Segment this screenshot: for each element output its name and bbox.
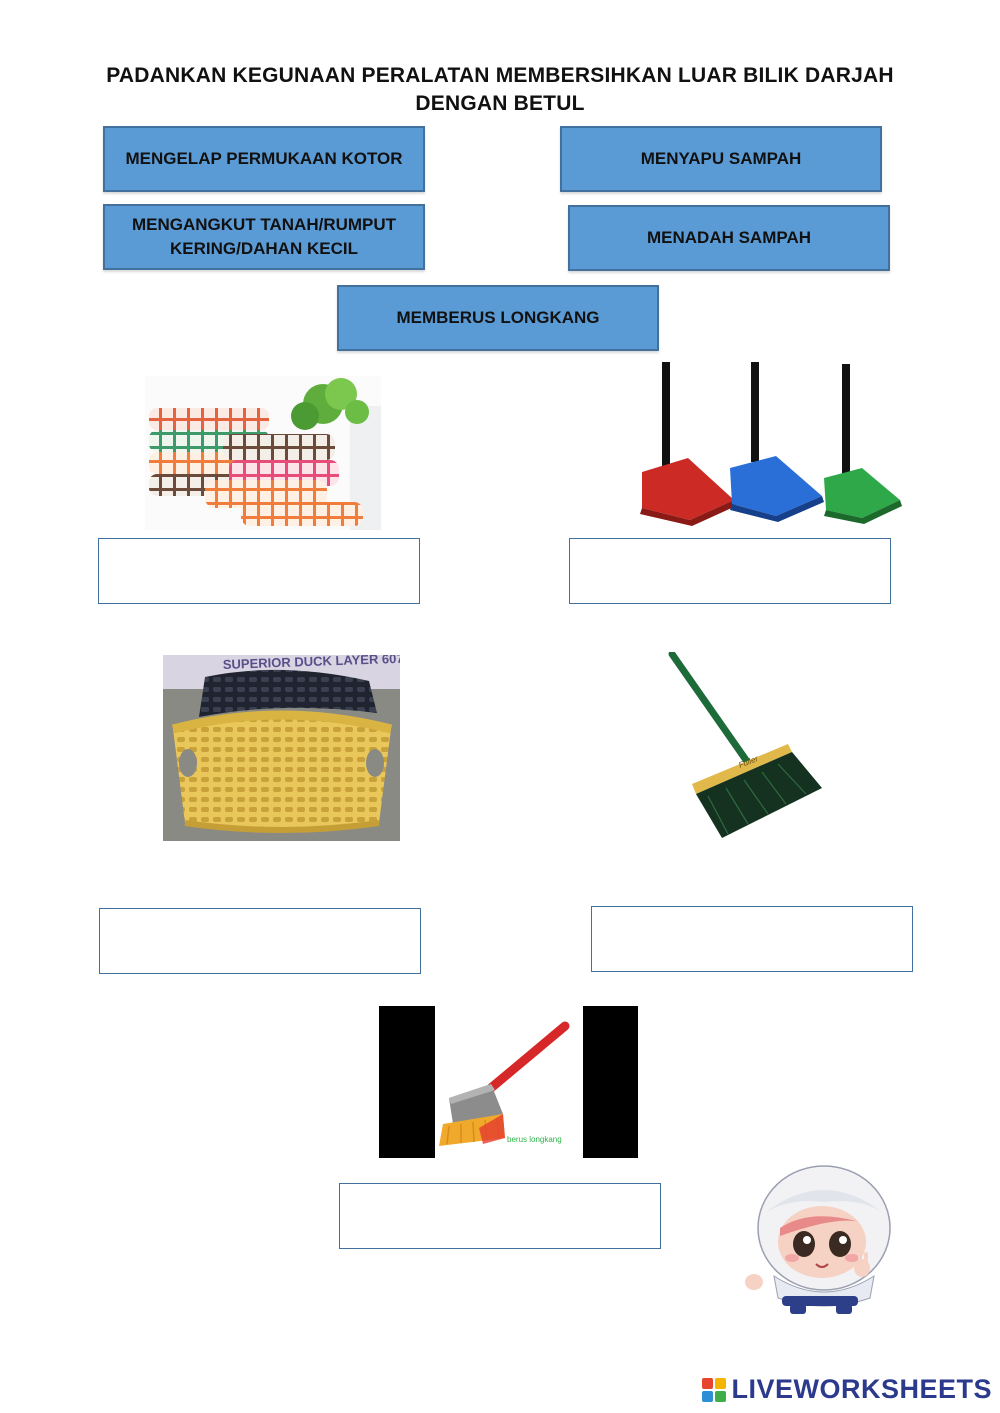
answer-box-4[interactable]	[591, 906, 913, 972]
answer-box-5[interactable]	[339, 1183, 661, 1249]
title-line-1: PADANKAN KEGUNAAN PERALATAN MEMBERSIHKAN…	[106, 64, 894, 87]
basket-image: SUPERIOR DUCK LAYER 607	[163, 655, 400, 841]
option-label-line-1: MENGANGKUT TANAH/RUMPUT	[131, 215, 397, 234]
option-menadah[interactable]: MENADAH SAMPAH	[568, 205, 890, 271]
brush-caption: berus longkang	[507, 1135, 562, 1144]
answer-box-1[interactable]	[98, 538, 420, 604]
option-mengangkut[interactable]: MENGANGKUT TANAH/RUMPUT KERING/DAHAN KEC…	[103, 204, 425, 270]
liveworksheets-logo: LIVEWORKSHEETS	[702, 1374, 992, 1405]
worksheet-title: PADANKAN KEGUNAAN PERALATAN MEMBERSIHKAN…	[60, 62, 940, 118]
answer-box-3[interactable]	[99, 908, 421, 974]
dustpans-image	[640, 362, 902, 526]
answer-box-2[interactable]	[569, 538, 891, 604]
option-label-line-2: KERING/DAHAN KECIL	[170, 239, 358, 258]
option-menyapu[interactable]: MENYAPU SAMPAH	[560, 126, 882, 192]
option-label: MENGELAP PERMUKAAN KOTOR	[125, 149, 403, 168]
cloth-towels-image	[145, 376, 381, 530]
broom-image: Fuller	[668, 652, 822, 838]
option-label: MEMBERUS LONGKANG	[396, 308, 600, 327]
drain-brush-image: berus longkang	[379, 1006, 638, 1158]
title-line-2: DENGAN BETUL	[415, 92, 585, 115]
liveworksheets-logo-icon	[702, 1377, 727, 1402]
brand-text: LIVEWORKSHEETS	[731, 1374, 992, 1404]
option-label: MENYAPU SAMPAH	[640, 149, 802, 168]
cartoon-girl-image	[745, 1165, 891, 1314]
option-memberus[interactable]: MEMBERUS LONGKANG	[337, 285, 659, 351]
option-label: MENADAH SAMPAH	[646, 228, 811, 247]
option-mengelap[interactable]: MENGELAP PERMUKAAN KOTOR	[103, 126, 425, 192]
